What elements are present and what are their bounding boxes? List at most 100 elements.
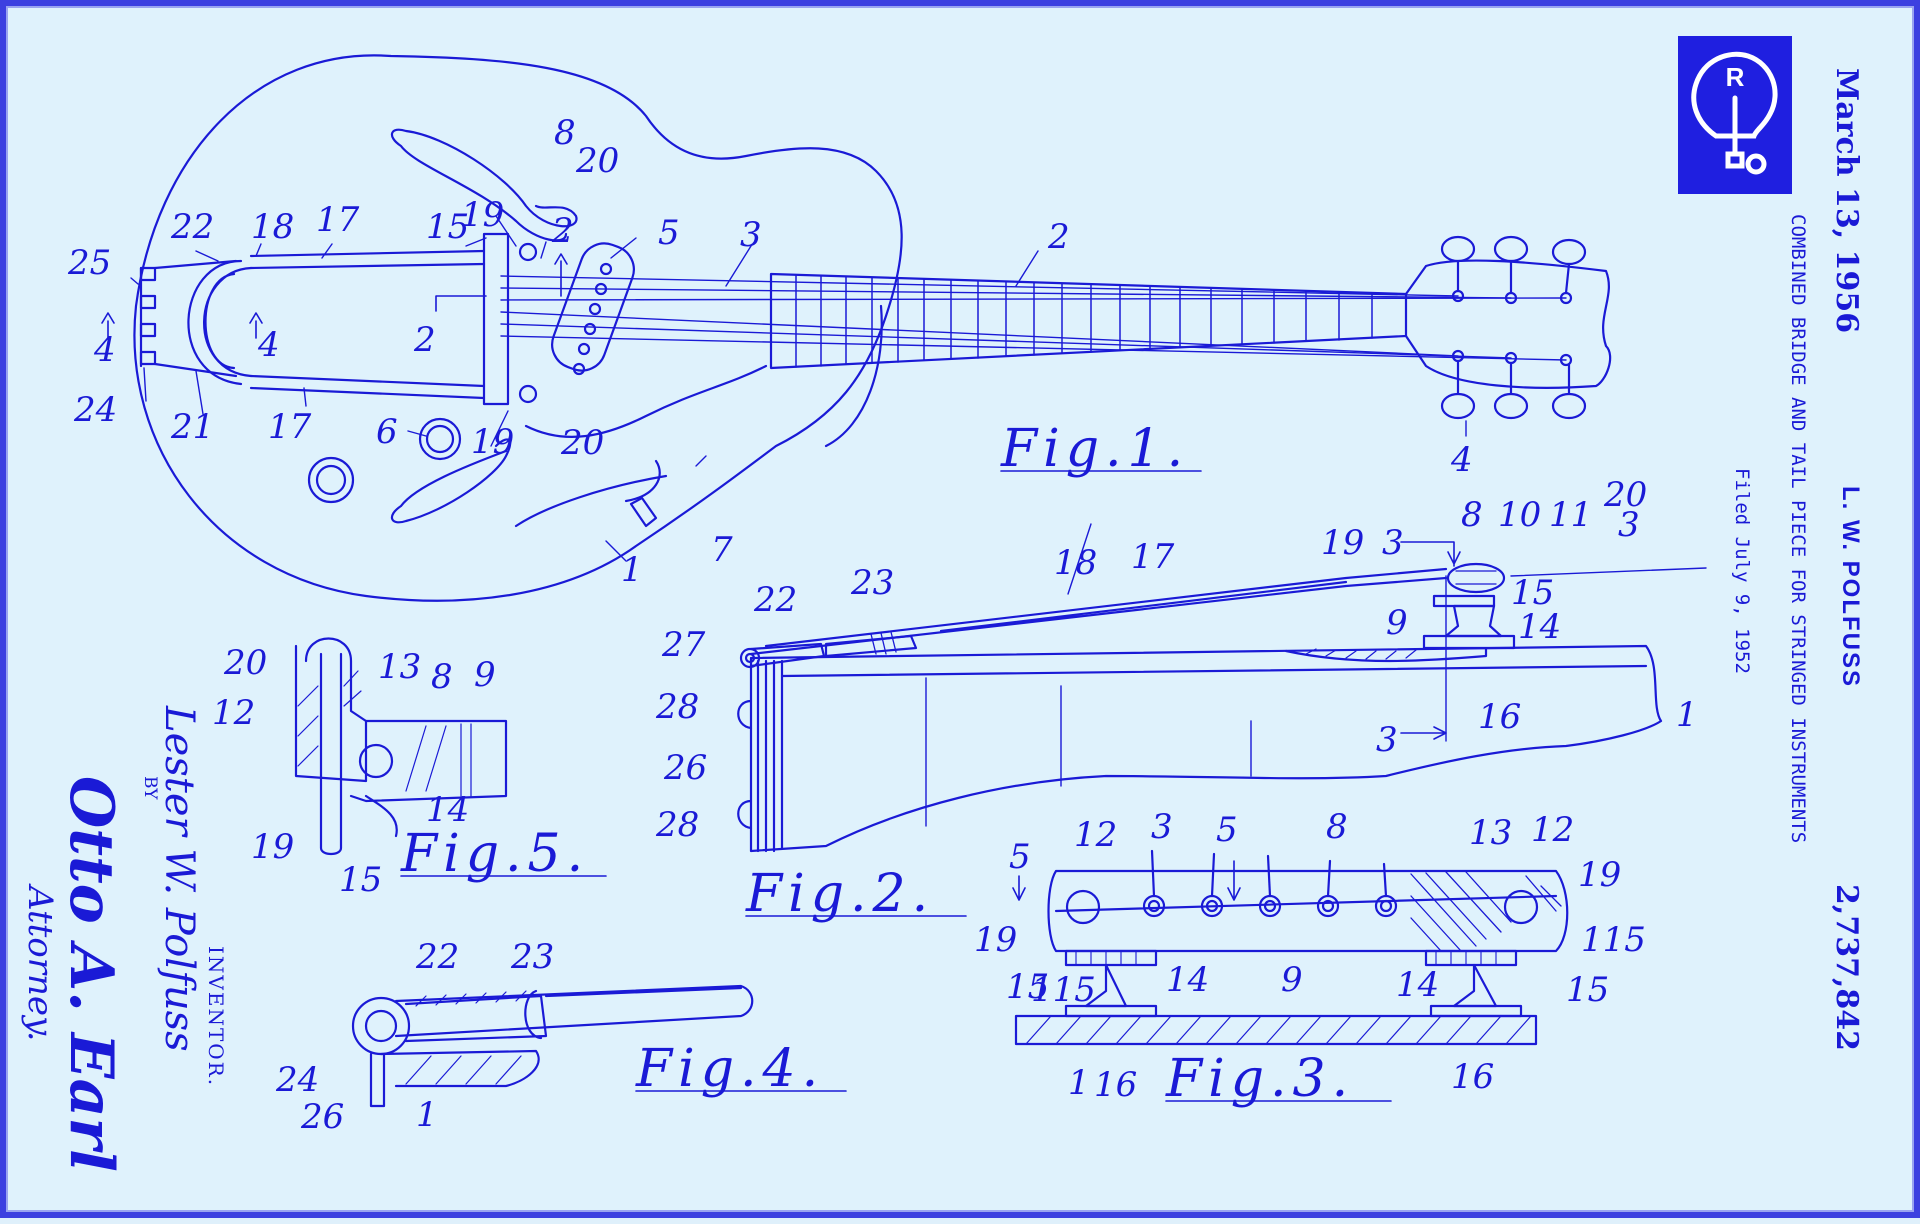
fig1-label: 4 xyxy=(257,325,280,365)
patent-number: 2,737,842 xyxy=(1829,884,1864,1052)
fig5-label: 9 xyxy=(474,655,496,695)
fig1-label: 4 xyxy=(1450,440,1473,480)
fig3-label: 8 xyxy=(1326,807,1348,847)
tailpiece-u xyxy=(187,259,253,386)
patent-date: March 13, 1956 xyxy=(1829,68,1864,334)
lightbulb-logo: R xyxy=(1678,36,1792,194)
fig3-label: 115 xyxy=(1581,920,1646,960)
fig1-label: 8 xyxy=(554,113,576,153)
fig1-label: 18 xyxy=(251,207,294,247)
inventor-label: INVENTOR. xyxy=(204,946,228,1088)
fig1-label: 2 xyxy=(1047,217,1070,257)
fig3-label: 115 xyxy=(1031,970,1096,1010)
fig4-label: 26 xyxy=(300,1097,344,1137)
fig5-label: 8 xyxy=(431,657,453,697)
fig5-label: 20 xyxy=(223,643,267,683)
fig2-label: 28 xyxy=(655,687,699,727)
fig3-label: 15 xyxy=(1566,970,1609,1010)
fig2-label: 1 xyxy=(1676,695,1698,735)
fig3-label: 3 xyxy=(1151,807,1173,847)
fig4-label: 1 xyxy=(416,1095,438,1135)
fig5-label: 12 xyxy=(212,693,255,733)
attorney-signature: Otto A. Earl xyxy=(56,776,126,1172)
fig1-label: 20 xyxy=(575,141,619,181)
guitar-body-outline xyxy=(133,54,903,602)
fig2-label: 16 xyxy=(1478,697,1521,737)
fig2-tail-rod xyxy=(749,567,1448,656)
fig2-label: 22 xyxy=(753,580,797,620)
fig1-label: 17 xyxy=(316,200,360,240)
fig1-label: 25 xyxy=(67,243,111,283)
fig3-label: 19 xyxy=(974,920,1017,960)
fig1-guitar xyxy=(101,54,1612,602)
fig3-label: 15 xyxy=(1006,967,1049,1007)
fig2-label: 19 xyxy=(1321,523,1364,563)
inventor-name: L. W. POLFUSS xyxy=(1837,486,1864,689)
fig5-detail xyxy=(294,637,508,856)
fig2-label: 3 xyxy=(1618,505,1640,545)
fig2-label: 20 xyxy=(1603,475,1647,515)
fig2-label: 10 xyxy=(1498,495,1541,535)
fig2-label: 3 xyxy=(1382,523,1404,563)
fig2-label: 18 xyxy=(1054,543,1097,583)
strings xyxy=(500,275,1567,361)
knob-2 xyxy=(418,417,462,461)
fig2-title: Fig.2. xyxy=(745,864,934,924)
fig1-label: 6 xyxy=(376,412,398,452)
fig3-label: 16 xyxy=(1451,1057,1494,1097)
fig4-title: Fig.4. xyxy=(635,1039,824,1099)
f-hole-lower xyxy=(390,438,512,524)
fig4-label: 23 xyxy=(510,937,554,977)
fig1-label: 1 xyxy=(621,550,643,590)
inventor-signature: Lester W. Polfuss xyxy=(156,706,202,1052)
fig1-label: 5 xyxy=(658,213,680,253)
fig3-label: 13 xyxy=(1469,813,1512,853)
knob-1 xyxy=(307,456,355,504)
patent-title: COMBINED BRIDGE AND TAIL PIECE FOR STRIN… xyxy=(1787,214,1809,844)
fig2-label: 14 xyxy=(1518,607,1561,647)
fig2-label: 23 xyxy=(850,563,894,603)
pickup xyxy=(551,242,635,376)
filed-date: Filed July 9, 1952 xyxy=(1731,468,1753,674)
fig2-label: 3 xyxy=(1376,720,1398,760)
patent-drawing: Fig.1. Fig.2. Fig.3. Fig.4. Fig.5. 25 22… xyxy=(67,54,1707,1137)
fig5-label: 14 xyxy=(426,790,469,830)
attorney-label: Attorney. xyxy=(20,886,60,1042)
fig1-title: Fig.1. xyxy=(1000,419,1189,479)
fig5-title: Fig.5. xyxy=(400,824,589,884)
fig1-label: 4 xyxy=(93,330,116,370)
tailpiece-rods xyxy=(249,249,486,400)
fig3-label: 5 xyxy=(1009,837,1031,877)
fig3-label: 9 xyxy=(1281,960,1303,1000)
fig1-label: 24 xyxy=(73,390,117,430)
fig4-label: 24 xyxy=(275,1060,319,1100)
fig1-label: 3 xyxy=(740,215,762,255)
fig3-label: 12 xyxy=(1531,810,1574,850)
fig2-body xyxy=(749,644,1663,853)
fig1-label: 19 xyxy=(461,195,504,235)
bridge-fig1 xyxy=(482,232,510,406)
fig1-label: 20 xyxy=(560,423,604,463)
by-label: BY xyxy=(140,776,160,800)
fig1-label: 19 xyxy=(471,422,514,462)
fig3-title: Fig.3. xyxy=(1165,1049,1354,1109)
fig2-label: 15 xyxy=(1511,573,1554,613)
fig2-label: 9 xyxy=(1386,603,1408,643)
fig4-tail-section xyxy=(351,984,754,1108)
fig1-label: 22 xyxy=(170,207,214,247)
fig3-label: 5 xyxy=(1216,810,1238,850)
fig1-label: 17 xyxy=(268,407,312,447)
fig3-label: 19 xyxy=(1578,855,1621,895)
tuning-pegs xyxy=(1440,235,1587,420)
fig2-side-view xyxy=(737,541,1707,853)
f-hole-upper xyxy=(390,128,578,242)
fig3-label: 12 xyxy=(1074,815,1117,855)
fig3-label: 1 xyxy=(1068,1063,1090,1103)
fig2-label: 11 xyxy=(1549,495,1592,535)
logo-letter: R xyxy=(1725,62,1745,92)
fig4-label: 22 xyxy=(415,937,459,977)
fig5-label: 19 xyxy=(251,827,294,867)
fig1-label: 2 xyxy=(551,211,574,251)
fig2-label: 27 xyxy=(661,625,706,665)
